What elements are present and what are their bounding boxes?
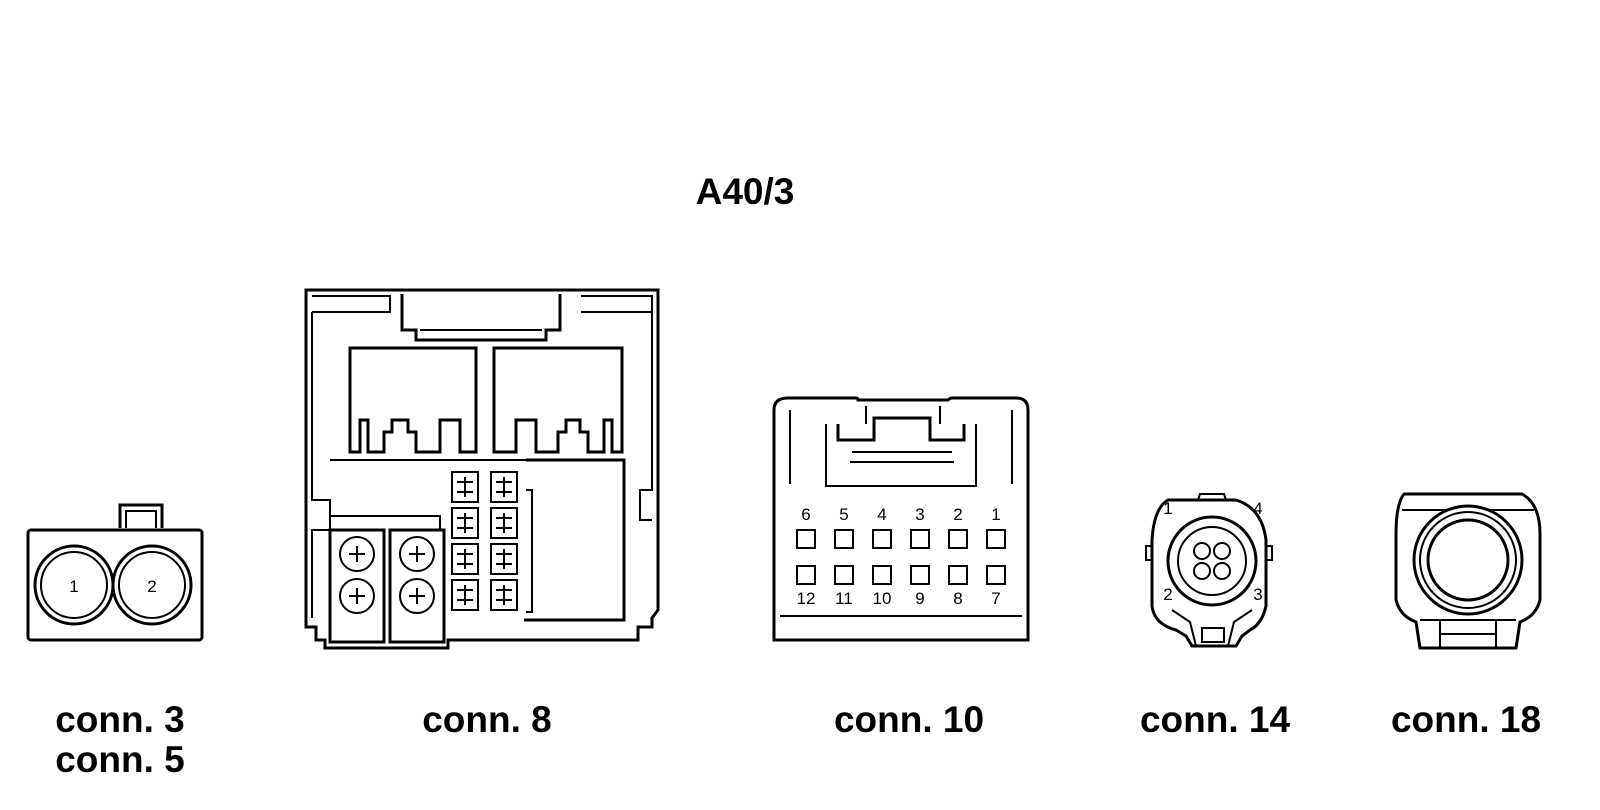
pin-label: 6	[801, 505, 810, 524]
pin-cavity	[948, 565, 968, 585]
pin-label: 4	[1253, 499, 1262, 518]
pin-cavity	[834, 565, 854, 585]
pin-label: 7	[991, 589, 1000, 608]
pin-label: 2	[953, 505, 962, 524]
pin-label: 1	[69, 577, 78, 596]
pin-label: 8	[953, 589, 962, 608]
pin-label: 11	[835, 589, 853, 608]
pin-label: 3	[915, 505, 924, 524]
pin-label: 1	[991, 505, 1000, 524]
connector-10-pins: 6 12 5 11 4 10 3 9 2 8 1 7	[796, 505, 1006, 608]
pin-label: 9	[915, 589, 924, 608]
pin-cavity	[834, 529, 854, 549]
pin-label: 2	[147, 577, 156, 596]
connector-label: conn. 18	[1391, 699, 1541, 740]
pin-label: 4	[877, 505, 886, 524]
pin-cavity	[872, 565, 892, 585]
pin-label: 10	[873, 589, 892, 608]
connector-8	[304, 288, 660, 650]
diagram-title: A40/3	[696, 171, 795, 212]
pin-label: 2	[1163, 585, 1172, 604]
connector-18	[1394, 492, 1542, 650]
connector-label: conn. 10	[834, 699, 984, 740]
connector-label: conn. 5	[55, 739, 185, 780]
connector-label: conn. 8	[422, 699, 552, 740]
pin-cavity	[986, 529, 1006, 549]
pin-cavity	[872, 529, 892, 549]
pin-cavity	[986, 565, 1006, 585]
pin-cavity	[796, 565, 816, 585]
pin-cavity	[910, 529, 930, 549]
pin-cavity	[948, 529, 968, 549]
pin-label: 12	[797, 589, 816, 608]
connector-label: conn. 14	[1140, 699, 1291, 740]
connector-3-5: 1 2	[26, 503, 204, 642]
pin-label: 3	[1253, 585, 1262, 604]
pin-cavity	[910, 565, 930, 585]
connector-10	[772, 396, 1030, 642]
pin-label: 5	[839, 505, 848, 524]
connector-label: conn. 3	[55, 699, 185, 740]
connector-14: 1 4 2 3	[1145, 493, 1273, 648]
pin-label: 1	[1163, 499, 1172, 518]
pin-cavity	[796, 529, 816, 549]
